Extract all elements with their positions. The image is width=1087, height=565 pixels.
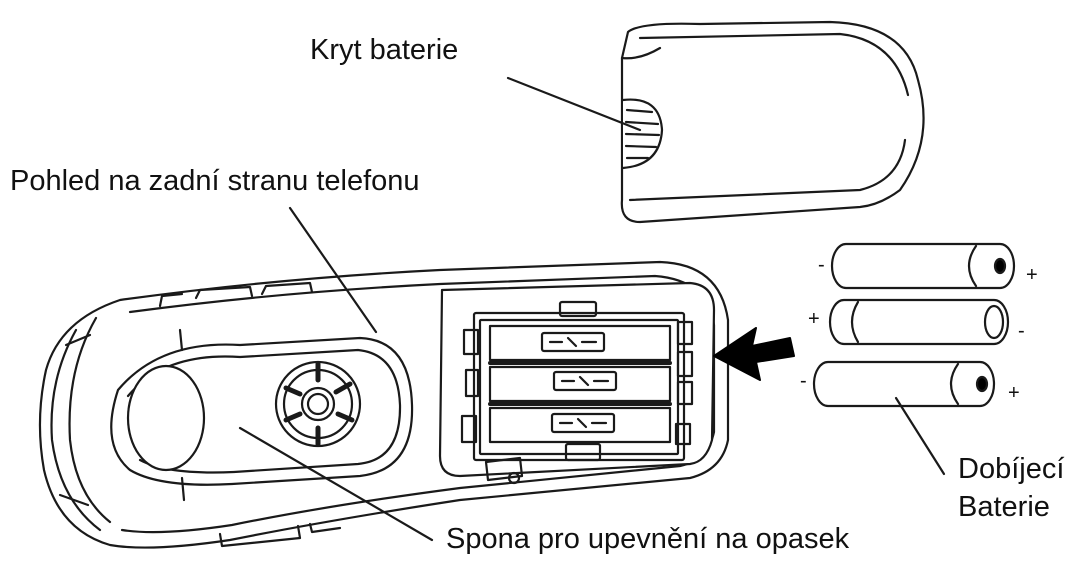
aaa-battery-icon bbox=[830, 242, 1016, 290]
aaa-battery-icon bbox=[828, 298, 1010, 346]
camera-window-icon bbox=[126, 364, 206, 472]
aaa-battery-icon bbox=[812, 360, 996, 408]
battery2-plus: + bbox=[808, 308, 820, 330]
leader-line-rear-view bbox=[288, 206, 378, 334]
rechargeable-label-line1: Dobíjecí bbox=[958, 453, 1065, 485]
battery-cover-icon bbox=[620, 20, 925, 224]
rear-view-label: Pohled na zadní stranu telefonu bbox=[10, 165, 420, 197]
speaker-grille-icon bbox=[274, 360, 362, 448]
leader-line-belt-clip bbox=[238, 426, 434, 542]
belt-clip-label: Spona pro upevnění na opasek bbox=[446, 523, 850, 555]
battery1-plus: + bbox=[1026, 264, 1038, 286]
battery3-plus: + bbox=[1008, 382, 1020, 404]
battery2-minus: - bbox=[1018, 320, 1025, 342]
battery-compartment-icon bbox=[438, 281, 716, 485]
insert-arrow-icon bbox=[713, 327, 795, 381]
leader-line-battery bbox=[894, 396, 946, 476]
battery-cover-label: Kryt baterie bbox=[310, 34, 459, 66]
leader-line-cover bbox=[506, 76, 642, 132]
battery1-minus: - bbox=[818, 254, 825, 276]
rechargeable-label-line2: Baterie bbox=[958, 491, 1050, 523]
battery3-minus: - bbox=[800, 370, 807, 392]
